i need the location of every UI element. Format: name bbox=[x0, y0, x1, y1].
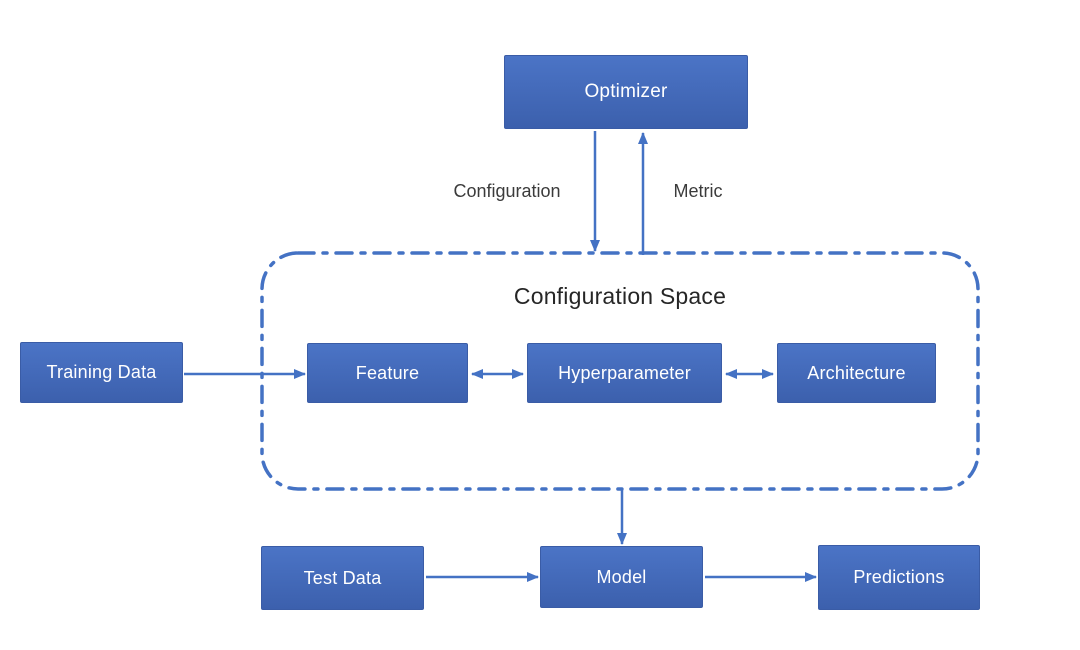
node-training-data: Training Data bbox=[20, 342, 183, 403]
node-test-data: Test Data bbox=[261, 546, 424, 610]
node-architecture: Architecture bbox=[777, 343, 936, 403]
configuration-space-title: Configuration Space bbox=[513, 283, 727, 309]
edge-label-configuration: Configuration bbox=[453, 181, 561, 201]
node-model: Model bbox=[540, 546, 703, 608]
node-hyperparameter: Hyperparameter bbox=[527, 343, 722, 403]
node-feature: Feature bbox=[307, 343, 468, 403]
node-optimizer: Optimizer bbox=[504, 55, 748, 129]
node-predictions: Predictions bbox=[818, 545, 980, 610]
edge-label-metric: Metric bbox=[673, 181, 723, 201]
